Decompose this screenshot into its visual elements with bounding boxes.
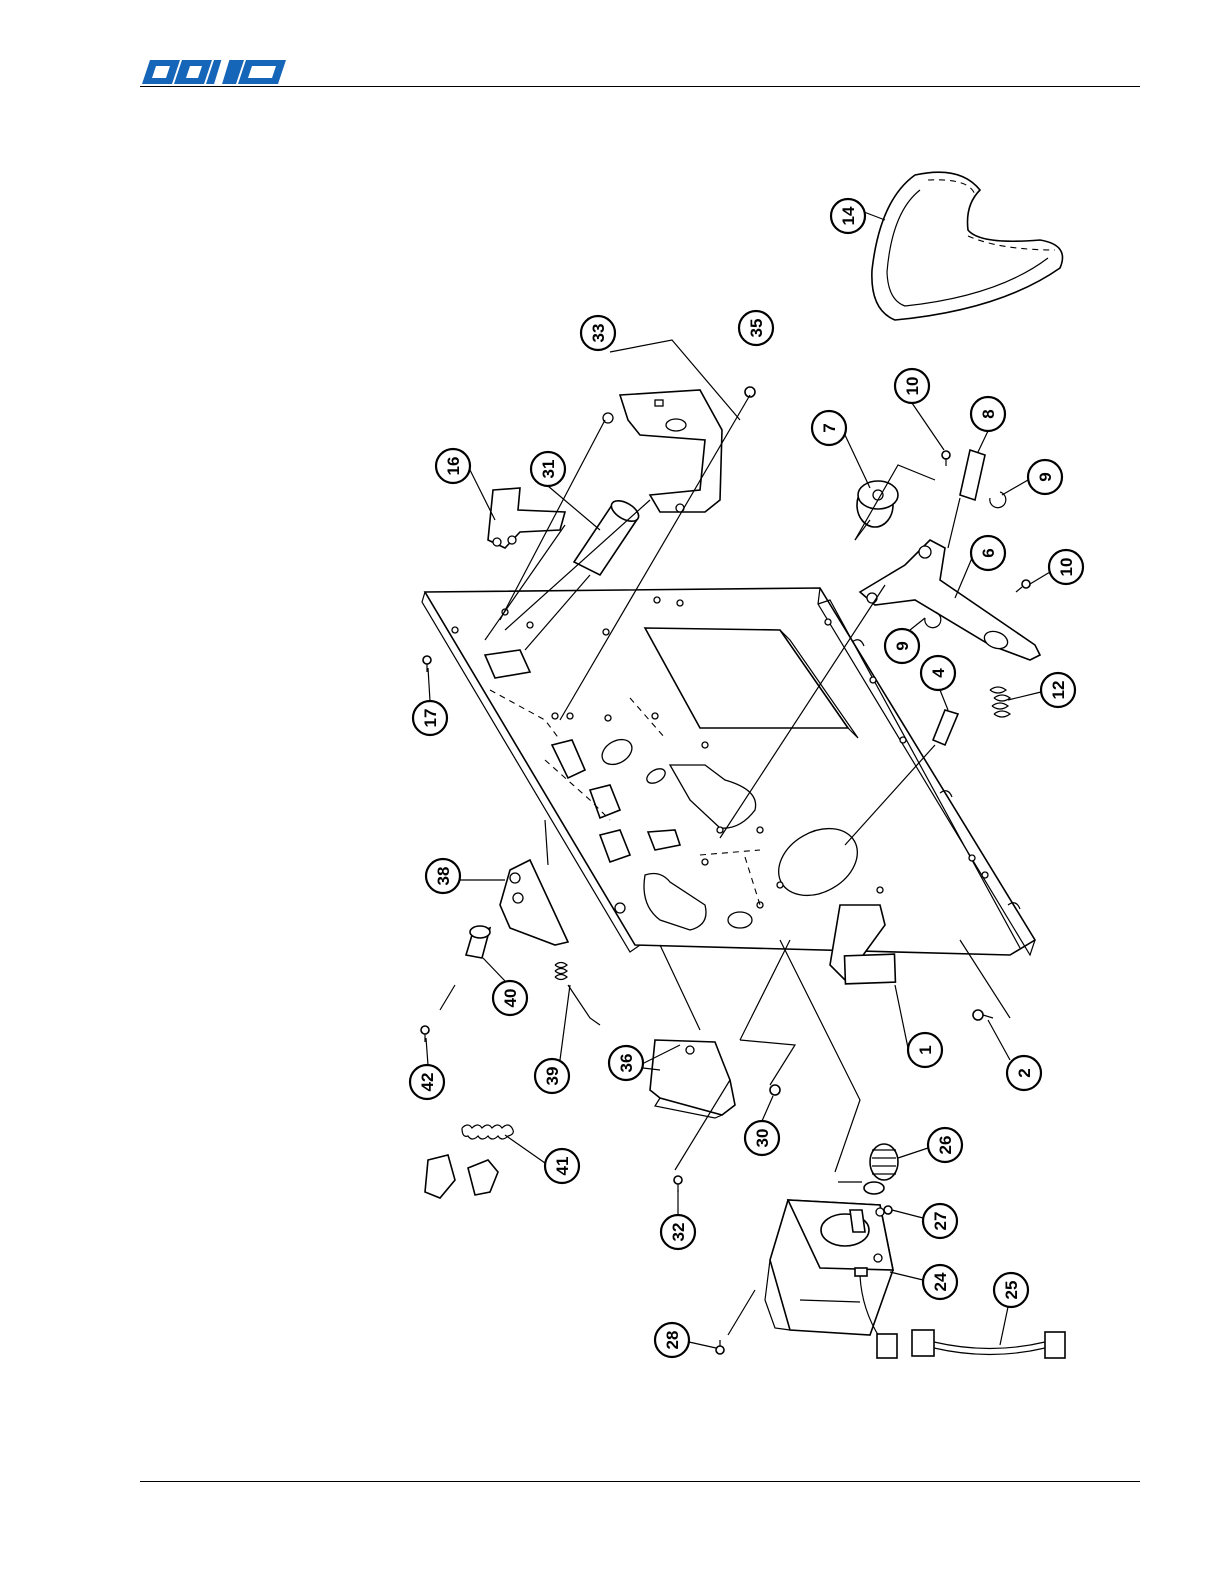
svg-text:10: 10 <box>1057 558 1076 577</box>
svg-text:35: 35 <box>747 319 766 338</box>
washer-30 <box>770 1085 780 1095</box>
callout-32: 33 <box>581 316 615 350</box>
screw-17 <box>423 656 431 672</box>
callout-4: 4 <box>921 656 955 690</box>
svg-text:27: 27 <box>931 1212 950 1231</box>
callout-17: 17 <box>413 701 447 735</box>
svg-text:6: 6 <box>979 548 998 557</box>
svg-text:9: 9 <box>893 641 912 650</box>
spring-assembly-41 <box>425 1125 513 1198</box>
callout-33: 35 <box>739 311 773 345</box>
svg-text:4: 4 <box>929 668 948 678</box>
roller-40 <box>466 926 490 958</box>
spring-12 <box>990 687 1010 717</box>
callout-25: 25 <box>994 1273 1028 1307</box>
bracket-38 <box>500 860 568 945</box>
svg-text:39: 39 <box>543 1067 562 1086</box>
callout-39: 39 <box>535 1059 569 1093</box>
svg-text:8: 8 <box>979 409 998 418</box>
callout-26: 26 <box>928 1128 962 1162</box>
callout-2: 2 <box>1007 1056 1041 1090</box>
callout-6: 6 <box>971 536 1005 570</box>
callout-24: 24 <box>923 1265 957 1299</box>
timing-belt <box>872 172 1063 320</box>
svg-text:28: 28 <box>663 1331 682 1350</box>
callout-10-bottom: 10 <box>1049 550 1083 584</box>
svg-text:25: 25 <box>1002 1281 1021 1300</box>
callout-31: 31 <box>531 452 565 486</box>
svg-text:7: 7 <box>820 423 839 432</box>
screw-27 <box>884 1206 892 1214</box>
screw-42 <box>421 1026 429 1042</box>
svg-text:10: 10 <box>903 377 922 396</box>
callout-42: 42 <box>410 1065 444 1099</box>
roller-31 <box>574 497 642 575</box>
svg-text:2: 2 <box>1015 1068 1034 1077</box>
callout-14: 14 <box>831 199 865 233</box>
screw-28 <box>716 1340 724 1354</box>
callout-28: 28 <box>655 1323 689 1357</box>
svg-text:9: 9 <box>1036 472 1055 481</box>
callout-30: 30 <box>745 1121 779 1155</box>
svg-text:31: 31 <box>539 460 558 479</box>
screw-36 <box>674 1176 682 1192</box>
svg-text:12: 12 <box>1049 681 1068 700</box>
svg-text:24: 24 <box>931 1272 950 1291</box>
svg-text:26: 26 <box>936 1136 955 1155</box>
callout-9-top: 9 <box>1028 460 1062 494</box>
screw-2 <box>973 1010 993 1020</box>
callout-1: 1 <box>908 1033 942 1067</box>
svg-text:17: 17 <box>421 709 440 728</box>
callout-8: 8 <box>971 397 1005 431</box>
gear-26 <box>838 1144 898 1194</box>
svg-text:33: 33 <box>589 324 608 343</box>
svg-text:38: 38 <box>434 867 453 886</box>
callout-35: 36 <box>609 1046 643 1080</box>
callout-7: 7 <box>812 411 846 445</box>
e-ring-9b <box>925 612 941 628</box>
screw-10b <box>1016 580 1030 592</box>
callout-41: 41 <box>545 1149 579 1183</box>
pulley-7 <box>857 481 898 527</box>
svg-text:36: 36 <box>617 1054 636 1073</box>
svg-text:16: 16 <box>444 457 463 476</box>
callout-12: 12 <box>1041 673 1075 707</box>
callout-10-top: 10 <box>895 369 929 403</box>
callout-40: 40 <box>493 981 527 1015</box>
svg-text:14: 14 <box>839 206 858 225</box>
bracket-32 <box>603 390 722 512</box>
callout-36: 32 <box>661 1215 695 1249</box>
svg-text:30: 30 <box>753 1129 772 1148</box>
callout-27: 27 <box>923 1204 957 1238</box>
callout-16: 16 <box>436 449 470 483</box>
callout-38: 38 <box>426 859 460 893</box>
cable-25 <box>912 1330 1065 1358</box>
svg-text:41: 41 <box>553 1157 572 1176</box>
svg-text:1: 1 <box>916 1045 935 1054</box>
svg-text:32: 32 <box>669 1223 688 1242</box>
callout-9-bottom: 9 <box>885 629 919 663</box>
svg-text:42: 42 <box>418 1073 437 1092</box>
spring-39 <box>555 963 600 1026</box>
stud-4 <box>933 710 958 745</box>
pin-8 <box>960 450 985 500</box>
screw-10a <box>942 451 950 466</box>
svg-text:40: 40 <box>501 989 520 1008</box>
stepper-motor-24 <box>765 1200 897 1358</box>
cover-plate-35 <box>650 1040 735 1118</box>
